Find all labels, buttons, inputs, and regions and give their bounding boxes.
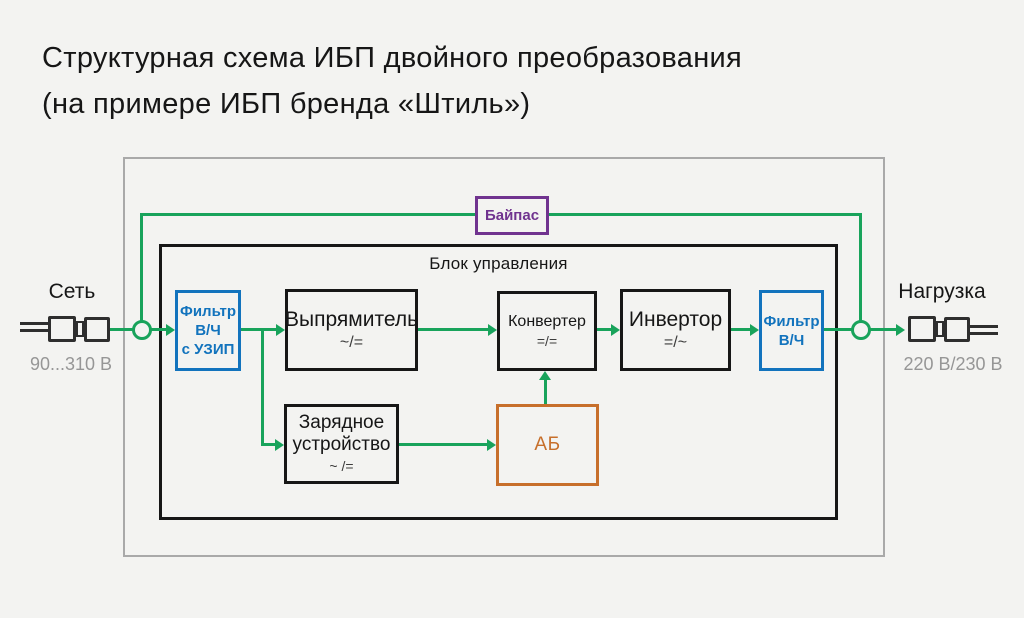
mains-plug-icon bbox=[20, 322, 48, 325]
load-plug-icon bbox=[970, 332, 998, 335]
arrow-right-icon bbox=[487, 439, 496, 451]
junction-circle-left bbox=[132, 320, 152, 340]
branch-horizontal-line bbox=[261, 443, 278, 446]
output-filter-box: Фильтр В/Ч bbox=[759, 290, 824, 371]
arrow-right-icon bbox=[750, 324, 759, 336]
bypass-top-right-line bbox=[549, 213, 862, 216]
charger-to-battery-line bbox=[398, 443, 489, 446]
inverter-box: Инвертор =/~ bbox=[620, 289, 731, 371]
converter-box: Конвертер =/= bbox=[497, 291, 597, 371]
input-filter-box: Фильтр В/Ч с УЗИП bbox=[175, 290, 241, 371]
converter-title: Конвертер bbox=[508, 312, 586, 330]
arrow-right-icon bbox=[276, 324, 285, 336]
input-filter-line2: В/Ч bbox=[195, 322, 221, 339]
load-plug-icon bbox=[936, 321, 944, 337]
ups-outer-frame bbox=[123, 157, 885, 557]
mains-voltage: 90...310 В bbox=[29, 354, 113, 374]
bypass-riser-left-line bbox=[140, 215, 143, 321]
inverter-title: Инвертор bbox=[628, 308, 723, 331]
mains-label: Сеть bbox=[48, 280, 96, 303]
charger-line2: устройство bbox=[292, 434, 391, 455]
charger-line1: Зарядное bbox=[298, 412, 385, 433]
mains-plug-icon bbox=[84, 317, 110, 342]
rectifier-to-converter-line bbox=[417, 328, 489, 331]
junction-to-filter-line bbox=[151, 328, 168, 331]
rectifier-symbol: ~/= bbox=[339, 334, 364, 351]
rectifier-title: Выпрямитель bbox=[285, 308, 419, 331]
page-title-line2: (на примере ИБП бренда «Штиль») bbox=[42, 88, 531, 120]
control-block-label: Блок управления bbox=[429, 254, 568, 273]
inverter-symbol: =/~ bbox=[663, 334, 688, 351]
inverter-to-filter-line bbox=[730, 328, 752, 331]
mains-plug-icon bbox=[20, 329, 48, 332]
charger-symbol: ~ /= bbox=[329, 458, 354, 474]
battery-label: АБ bbox=[534, 434, 561, 455]
bypass-label: Байпас bbox=[484, 207, 540, 224]
arrow-right-icon bbox=[896, 324, 905, 336]
junction-to-load-line bbox=[870, 328, 897, 331]
load-plug-icon bbox=[970, 325, 998, 328]
battery-to-converter-line bbox=[544, 379, 547, 405]
battery-box: АБ bbox=[496, 404, 599, 486]
page-title-line1: Структурная схема ИБП двойного преобразо… bbox=[42, 42, 743, 74]
output-filter-line1: Фильтр bbox=[763, 312, 820, 330]
filter-to-rectifier-line bbox=[240, 328, 278, 331]
bypass-riser-right-line bbox=[859, 213, 862, 321]
input-filter-line1: Фильтр bbox=[180, 303, 236, 320]
arrow-right-icon bbox=[611, 324, 620, 336]
junction-circle-right bbox=[851, 320, 871, 340]
arrow-right-icon bbox=[275, 439, 284, 451]
mains-plug-icon bbox=[48, 316, 76, 342]
filter-to-junction-line bbox=[823, 328, 853, 331]
converter-to-inverter-line bbox=[596, 328, 613, 331]
control-block-frame bbox=[159, 244, 838, 520]
rectifier-box: Выпрямитель ~/= bbox=[285, 289, 418, 371]
arrow-right-icon bbox=[166, 324, 175, 336]
converter-symbol: =/= bbox=[536, 332, 558, 349]
bypass-box: Байпас bbox=[475, 196, 549, 235]
charger-box: Зарядное устройство ~ /= bbox=[284, 404, 399, 484]
mains-plug-icon bbox=[76, 321, 84, 337]
load-plug-icon bbox=[908, 316, 936, 342]
branch-to-charger-line bbox=[261, 330, 264, 446]
mains-to-junction-line bbox=[110, 328, 134, 331]
input-filter-line3: с УЗИП bbox=[181, 341, 235, 358]
load-voltage: 220 В/230 В bbox=[903, 354, 1003, 374]
load-label: Нагрузка bbox=[898, 280, 986, 303]
arrow-up-icon bbox=[539, 371, 551, 380]
load-plug-icon bbox=[944, 317, 970, 342]
bypass-top-left-line bbox=[140, 213, 475, 216]
output-filter-line2: В/Ч bbox=[778, 331, 805, 349]
arrow-right-icon bbox=[488, 324, 497, 336]
